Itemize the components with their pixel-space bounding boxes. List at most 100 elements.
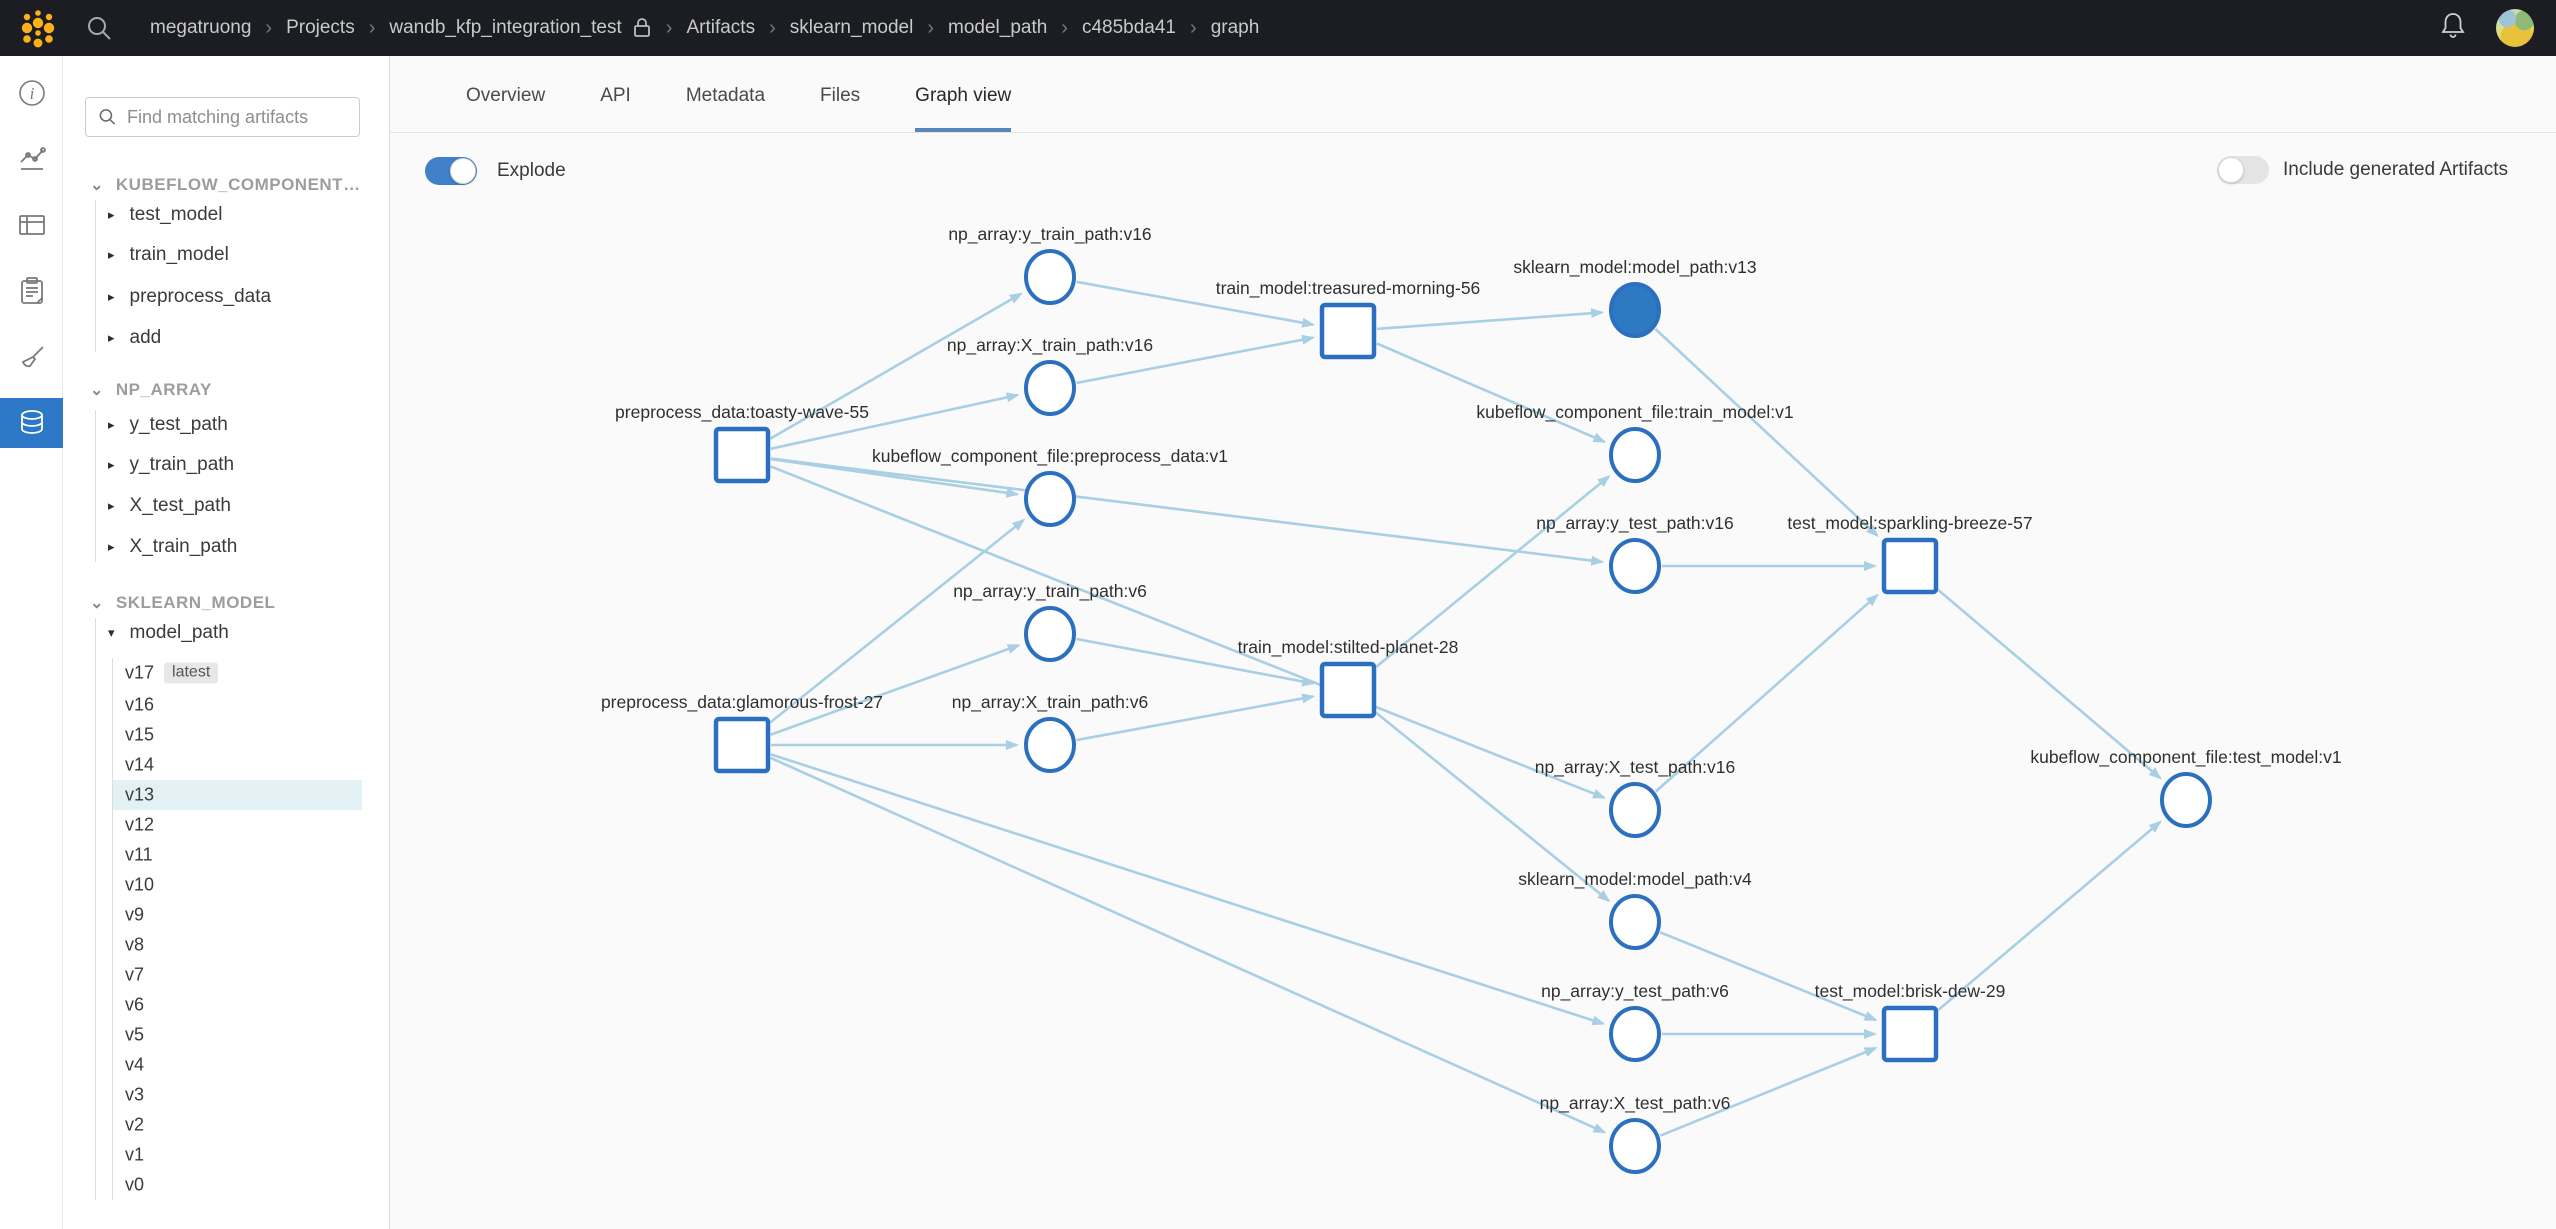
tab-graph-view[interactable]: Graph view [915, 56, 1012, 132]
wandb-logo-icon[interactable] [16, 6, 60, 50]
artifact-search-box[interactable] [85, 97, 360, 137]
sidebar-item-preprocess_data[interactable]: ▸preprocess_data [108, 286, 271, 308]
breadcrumb-item-megatruong[interactable]: megatruong [150, 17, 252, 38]
lock-icon [632, 17, 652, 39]
sidebar-item-model_path[interactable]: ▾model_path [108, 622, 229, 644]
tab-files[interactable]: Files [820, 85, 861, 106]
sidebar-item-add[interactable]: ▸add [108, 327, 161, 349]
tab-api[interactable]: API [600, 85, 631, 106]
graph-edge-y_train6-to-stilted [1076, 637, 1316, 687]
graph-edge-brisk-to-test_model_v1 [1937, 820, 2162, 1012]
breadcrumb-item-c485bda41[interactable]: c485bda41 [1081, 17, 1177, 38]
graph-edge-glamorous-to-prep_v1 [769, 518, 1026, 724]
tab-metadata[interactable]: Metadata [685, 85, 766, 106]
tree-item-label: X_train_path [129, 536, 238, 557]
version-item-v13[interactable]: v13 [125, 785, 154, 806]
graph-node-label-toasty: preprocess_data:toasty-wave-55 [615, 402, 869, 423]
rail-item-info-icon[interactable]: i [0, 68, 63, 118]
version-item-v4[interactable]: v4 [125, 1055, 144, 1076]
sidebar-item-y_train_path[interactable]: ▸y_train_path [108, 454, 234, 476]
version-label: v1 [125, 1144, 145, 1165]
rail-item-clipboard-icon[interactable] [0, 266, 63, 316]
version-item-v1[interactable]: v1 [125, 1145, 144, 1166]
version-item-v2[interactable]: v2 [125, 1115, 144, 1136]
version-item-v9[interactable]: v9 [125, 905, 144, 926]
artifact-graph-canvas[interactable]: preprocess_data:toasty-wave-55 preprocess… [390, 56, 2556, 1229]
graph-node-test_model_v1[interactable] [2160, 772, 2212, 828]
graph-node-X_train16[interactable] [1024, 360, 1076, 416]
breadcrumb-item-sklearn_model[interactable]: sklearn_model [789, 17, 914, 38]
graph-node-y_test6[interactable] [1609, 1006, 1661, 1062]
sidebar-item-y_test_path[interactable]: ▸y_test_path [108, 414, 228, 436]
graph-node-glamorous[interactable] [713, 716, 771, 774]
breadcrumb-item-Projects[interactable]: Projects [286, 17, 355, 38]
version-item-v12[interactable]: v12 [125, 815, 154, 836]
graph-node-X_test6[interactable] [1609, 1118, 1661, 1174]
graph-node-train_model_v1[interactable] [1609, 427, 1661, 483]
version-item-v14[interactable]: v14 [125, 755, 154, 776]
graph-node-v4[interactable] [1609, 894, 1661, 950]
include-generated-label: Include generated Artifacts [2283, 159, 2508, 180]
include-generated-toggle[interactable] [2217, 156, 2269, 184]
graph-node-sparkling[interactable] [1881, 537, 1939, 595]
graph-node-X_train6[interactable] [1024, 717, 1076, 773]
explode-toggle[interactable] [425, 157, 477, 185]
graph-node-y_train6[interactable] [1024, 606, 1076, 662]
breadcrumb-item-wandb_kfp_integration_test[interactable]: wandb_kfp_integration_test [389, 17, 622, 38]
bell-icon[interactable] [2436, 9, 2470, 48]
graph-node-v13[interactable] [1609, 282, 1661, 338]
graph-node-label-glamorous: preprocess_data:glamorous-frost-27 [601, 692, 883, 713]
sidebar-item-X_test_path[interactable]: ▸X_test_path [108, 495, 231, 517]
version-item-v11[interactable]: v11 [125, 845, 153, 866]
sidebar-item-train_model[interactable]: ▸train_model [108, 244, 229, 266]
version-item-v15[interactable]: v15 [125, 725, 154, 746]
version-item-v16[interactable]: v16 [125, 695, 154, 716]
rail-item-database-icon[interactable] [0, 398, 63, 448]
version-item-v10[interactable]: v10 [125, 875, 154, 896]
graph-node-y_train16[interactable] [1024, 249, 1076, 305]
search-icon[interactable] [84, 13, 114, 43]
version-item-v0[interactable]: v0 [125, 1175, 144, 1196]
section-header-KUBEFLOW-COMPONENT-[interactable]: ⌄KUBEFLOW_COMPONENT… [90, 175, 361, 195]
triangle-down-icon: ▾ [108, 625, 115, 640]
rail-item-broom-icon[interactable] [0, 332, 63, 382]
rail-item-table-icon[interactable] [0, 200, 63, 250]
sidebar-item-X_train_path[interactable]: ▸X_train_path [108, 536, 237, 558]
rail-item-line-chart-icon[interactable] [0, 134, 63, 184]
tree-item-label: y_test_path [129, 414, 228, 435]
version-item-v8[interactable]: v8 [125, 935, 144, 956]
graph-node-X_test16[interactable] [1609, 782, 1661, 838]
user-avatar[interactable] [2496, 9, 2534, 47]
graph-edge-toasty-to-y_test16 [770, 457, 1605, 566]
graph-node-stilted[interactable] [1319, 661, 1377, 719]
selected-version-highlight [113, 780, 362, 810]
breadcrumb-item-Artifacts[interactable]: Artifacts [686, 17, 756, 38]
graph-edge-treasured-to-train_model_v1 [1376, 342, 1607, 443]
breadcrumb-item-graph[interactable]: graph [1210, 17, 1260, 38]
graph-node-brisk[interactable] [1881, 1005, 1939, 1063]
version-label: v7 [125, 964, 145, 985]
graph-node-y_test16[interactable] [1609, 538, 1661, 594]
section-header-NP-ARRAY[interactable]: ⌄NP_ARRAY [90, 380, 212, 400]
version-label: v14 [125, 754, 155, 775]
sidebar-item-test_model[interactable]: ▸test_model [108, 204, 222, 226]
search-input[interactable] [127, 106, 359, 128]
version-item-v3[interactable]: v3 [125, 1085, 144, 1106]
version-item-v6[interactable]: v6 [125, 995, 144, 1016]
magnifier-icon [99, 109, 116, 125]
version-label: v9 [125, 904, 145, 925]
tab-overview[interactable]: Overview [466, 85, 546, 106]
version-item-v7[interactable]: v7 [125, 965, 144, 986]
section-header-SKLEARN-MODEL[interactable]: ⌄SKLEARN_MODEL [90, 593, 275, 613]
graph-node-prep_v1[interactable] [1024, 471, 1076, 527]
nav-rail: i [0, 56, 63, 1229]
version-label: v0 [125, 1174, 145, 1195]
graph-node-toasty[interactable] [713, 426, 771, 484]
breadcrumb-item-model_path[interactable]: model_path [948, 17, 1048, 38]
graph-node-treasured[interactable] [1319, 302, 1377, 360]
breadcrumb: megatruong›Projects›wandb_kfp_integratio… [150, 17, 1259, 40]
triangle-right-icon: ▸ [108, 289, 115, 304]
version-item-v5[interactable]: v5 [125, 1025, 144, 1046]
version-label: v13 [125, 784, 155, 805]
